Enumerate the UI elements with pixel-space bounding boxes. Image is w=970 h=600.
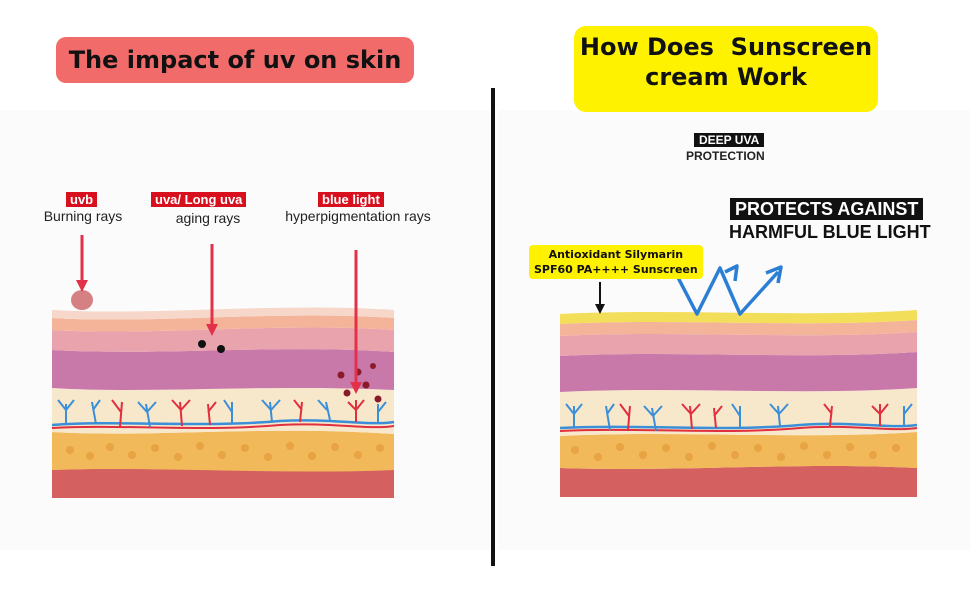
blood-vessel-red bbox=[51, 423, 395, 429]
capillaries-red bbox=[619, 403, 889, 431]
right-title: How Does Sunscreen cream Work bbox=[574, 26, 878, 112]
skin-layer-peach bbox=[560, 320, 917, 336]
blue-light-tag: blue light bbox=[318, 192, 384, 207]
right-skin-cross-section bbox=[559, 264, 918, 497]
protects-tag: PROTECTS AGAINST bbox=[730, 198, 924, 220]
product-line2: SPF60 PA++++ Sunscreen bbox=[534, 263, 698, 276]
uva-tag: uva/ Long uva bbox=[151, 192, 247, 207]
uvb-tag: uvb bbox=[66, 192, 98, 207]
skin-layer-muscle bbox=[52, 466, 394, 498]
skin-layer-purple bbox=[52, 349, 394, 390]
right-title-line1: How Does Sunscreen bbox=[579, 33, 873, 61]
product-line1: Antioxidant Silymarin bbox=[548, 248, 684, 261]
uvb-label: Burning rays bbox=[43, 208, 123, 224]
skin-layer-surface bbox=[52, 307, 394, 320]
skin-layer-peach bbox=[52, 315, 394, 332]
aging-spot bbox=[217, 345, 225, 353]
reflected-blue-light bbox=[670, 264, 783, 316]
capillaries-blue bbox=[57, 399, 387, 428]
product-pointer-arrow bbox=[595, 282, 605, 314]
blue-light-label: hyperpigmentation rays bbox=[285, 208, 431, 224]
left-title: The impact of uv on skin bbox=[56, 37, 414, 83]
blood-vessel-blue bbox=[51, 419, 395, 427]
skin-layer-pink bbox=[560, 332, 917, 356]
fat-cells bbox=[571, 442, 900, 461]
skin-layer-purple bbox=[560, 352, 917, 392]
skin-layer-fat bbox=[560, 432, 917, 469]
uva-label: aging rays bbox=[175, 210, 241, 226]
capillaries-blue bbox=[565, 403, 913, 432]
fat-cells bbox=[66, 442, 384, 461]
product-label: Antioxidant Silymarin SPF60 PA++++ Sunsc… bbox=[529, 245, 703, 279]
center-divider bbox=[491, 88, 495, 566]
pigment-spots bbox=[337, 363, 382, 403]
deep-uva-tag: DEEP UVA bbox=[694, 133, 765, 147]
burn-spot bbox=[71, 290, 93, 310]
sunscreen-film bbox=[560, 310, 917, 324]
skin-layer-pink bbox=[52, 327, 394, 352]
protects-label: HARMFUL BLUE LIGHT bbox=[729, 222, 931, 242]
aging-spot bbox=[198, 340, 206, 348]
ray-arrows bbox=[76, 235, 362, 394]
right-title-line2: cream Work bbox=[645, 63, 807, 91]
deep-uva-label: PROTECTION bbox=[686, 149, 765, 163]
skin-layer-muscle bbox=[560, 466, 917, 497]
left-skin-cross-section bbox=[51, 235, 395, 498]
capillaries-red bbox=[111, 399, 365, 428]
blood-vessel-red bbox=[559, 425, 918, 432]
